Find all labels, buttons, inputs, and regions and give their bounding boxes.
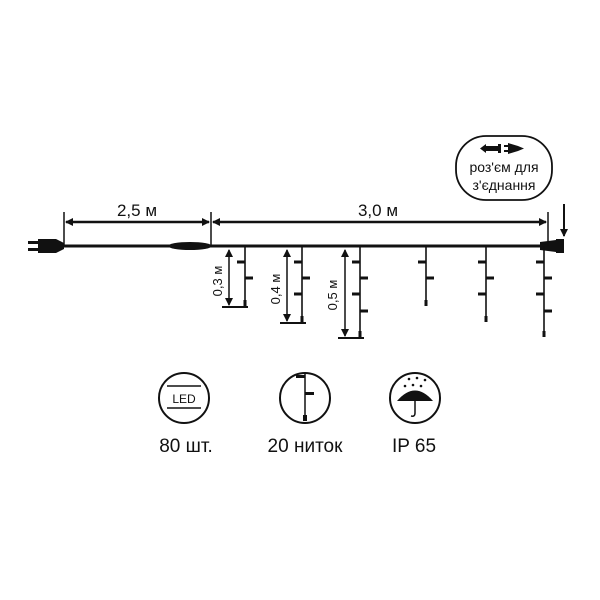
led-bulb bbox=[358, 331, 362, 337]
led-bulb bbox=[245, 276, 253, 280]
led-bulb bbox=[294, 260, 302, 264]
led-bulb bbox=[426, 276, 434, 280]
led-bulb bbox=[484, 316, 488, 322]
led-bulb bbox=[300, 316, 304, 322]
led-bulb bbox=[542, 331, 546, 337]
strand-short-label: 0,3 м bbox=[210, 266, 225, 297]
strands bbox=[237, 246, 552, 337]
led-bulb bbox=[360, 276, 368, 280]
strand bbox=[294, 246, 310, 322]
umbrella-rain-icon bbox=[389, 372, 441, 424]
led-bulb bbox=[478, 260, 486, 264]
strand bbox=[478, 246, 494, 322]
led-bulb bbox=[352, 260, 360, 264]
led-bulb bbox=[294, 292, 302, 296]
led-bulb bbox=[352, 292, 360, 296]
led-bulb bbox=[302, 276, 310, 280]
controller-box bbox=[168, 242, 212, 250]
strand bbox=[352, 246, 368, 337]
led-bulb bbox=[243, 300, 247, 306]
strand bbox=[536, 246, 552, 337]
strand-count-label: 20 ниток bbox=[268, 436, 344, 457]
led-bulb bbox=[418, 260, 426, 264]
connector-icon bbox=[480, 143, 524, 154]
led-bulb bbox=[544, 309, 552, 313]
strand-long-label: 0,5 м bbox=[325, 280, 340, 311]
led-bulb bbox=[360, 309, 368, 313]
led-count-label: 80 шт. bbox=[159, 436, 213, 457]
strand bbox=[418, 246, 434, 306]
strand bbox=[237, 246, 253, 306]
strand-medium-label: 0,4 м bbox=[268, 274, 283, 305]
ip-rating-label: IP 65 bbox=[392, 436, 436, 457]
strand-icon bbox=[279, 372, 331, 424]
led-bulb bbox=[486, 276, 494, 280]
callout-line-2: з'єднання bbox=[473, 177, 536, 193]
led-bulb bbox=[237, 260, 245, 264]
plug-icon bbox=[28, 239, 64, 253]
led-icon: LED bbox=[158, 372, 210, 424]
led-bulb bbox=[544, 276, 552, 280]
led-bulb bbox=[424, 300, 428, 306]
led-bulb bbox=[478, 292, 486, 296]
led-icon-text: LED bbox=[172, 392, 196, 406]
led-bulb bbox=[536, 260, 544, 264]
connector-callout: роз'єм для з'єднання bbox=[455, 135, 553, 201]
section-length-label: 3,0 м bbox=[358, 201, 398, 220]
callout-line-1: роз'єм для bbox=[469, 159, 538, 175]
led-bulb bbox=[536, 292, 544, 296]
lead-length-label: 2,5 м bbox=[117, 201, 157, 220]
